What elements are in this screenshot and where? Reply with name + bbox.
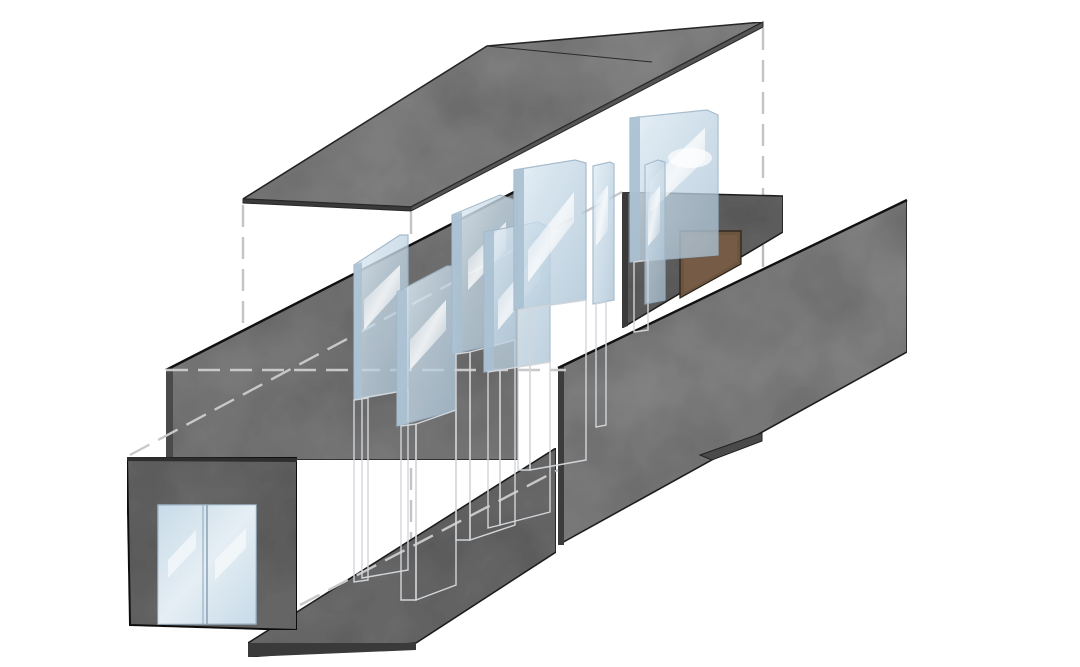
entry-glass-doors — [157, 504, 257, 625]
glass-display-cases — [353, 109, 719, 602]
glass-case-1 — [353, 234, 409, 583]
glass-case-5 — [513, 159, 587, 471]
roof-slab — [240, 21, 764, 212]
glass-case-2 — [396, 265, 457, 602]
glass-case-8 — [644, 159, 666, 305]
right-wall — [557, 198, 908, 547]
glass-case-6 — [592, 161, 615, 428]
